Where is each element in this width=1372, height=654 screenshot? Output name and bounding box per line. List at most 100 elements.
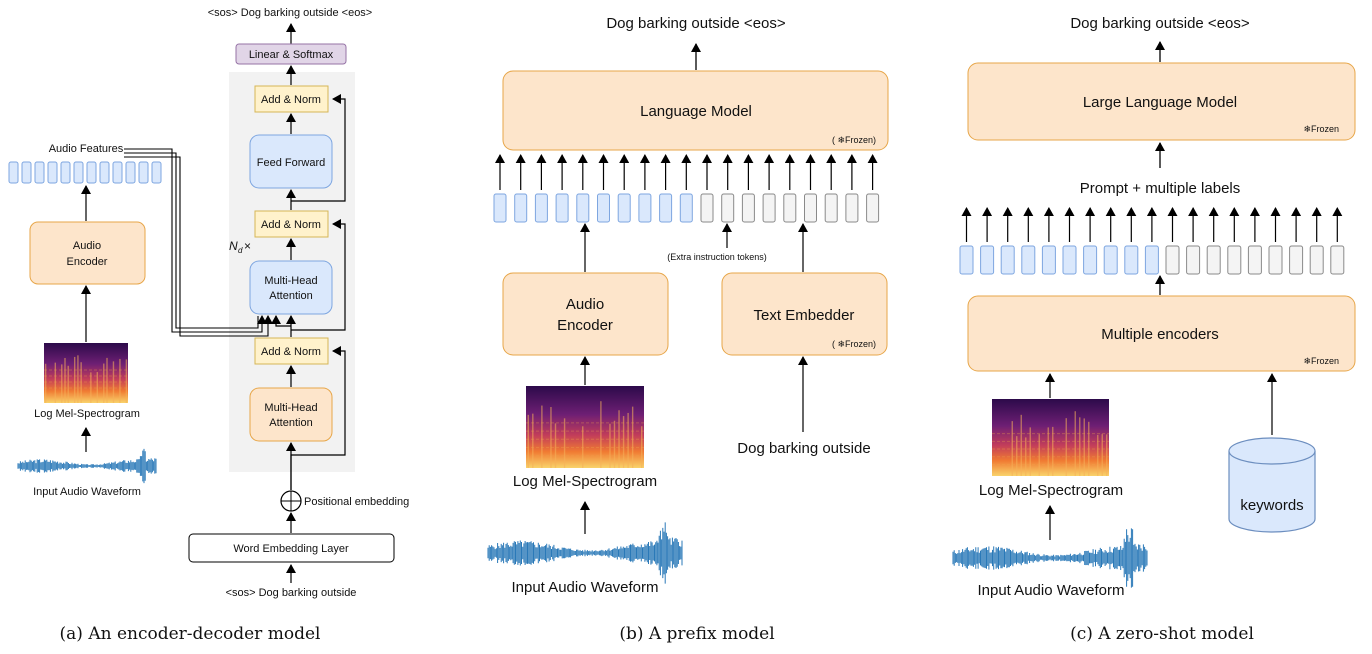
panel-c: Dog barking outside <eos> Large Language… xyxy=(952,15,1356,644)
audio-token xyxy=(86,161,97,184)
caption-a: (a) An encoder-decoder model xyxy=(60,624,321,644)
text-token xyxy=(1309,245,1324,275)
c-log-mel-label: Log Mel-Spectrogram xyxy=(979,482,1123,499)
audio-token xyxy=(47,161,58,184)
audio-token xyxy=(1103,245,1118,275)
a-audio-encoder-box xyxy=(29,221,146,285)
llm-label: Large Language Model xyxy=(1083,94,1237,111)
b-audio-encoder-box xyxy=(502,272,669,356)
a-input-text: <sos> Dog barking outside xyxy=(226,587,357,599)
b-token-row xyxy=(493,154,880,223)
text-token xyxy=(741,193,755,223)
nd-subscript: d xyxy=(238,246,243,255)
audio-token xyxy=(617,193,631,223)
text-token xyxy=(824,193,838,223)
te-frozen-label: ( ❄Frozen) xyxy=(832,339,876,349)
multiple-encoders-label: Multiple encoders xyxy=(1101,326,1219,343)
c-input-waveform-label: Input Audio Waveform xyxy=(977,582,1124,599)
audio-token xyxy=(1021,245,1036,275)
a-audio-encoder-label-2: Encoder xyxy=(67,256,108,268)
add-norm-top-box xyxy=(254,85,329,113)
audio-token xyxy=(1124,245,1139,275)
a-input-waveform-label: Input Audio Waveform xyxy=(33,486,141,498)
audio-token xyxy=(659,193,673,223)
feed-forward-box xyxy=(249,134,333,189)
b-audio-encoder-label-2: Encoder xyxy=(557,317,613,334)
b-input-waveform-label: Input Audio Waveform xyxy=(511,579,658,596)
audio-token xyxy=(493,193,507,223)
text-token xyxy=(721,193,735,223)
audio-token xyxy=(959,245,974,275)
self-attention-label-1: Multi-Head xyxy=(264,402,317,414)
text-token xyxy=(1165,245,1180,275)
audio-feature-tokens xyxy=(8,161,162,184)
b-audio-encoder-label-1: Audio xyxy=(566,296,604,313)
text-token xyxy=(804,193,817,223)
audio-token xyxy=(534,193,548,223)
add-norm-top-label: Add & Norm xyxy=(261,94,321,106)
audio-token xyxy=(125,161,136,184)
c-waveform-image xyxy=(952,528,1148,588)
multiple-encoders-box xyxy=(967,295,1356,372)
audio-token xyxy=(1000,245,1015,275)
lm-frozen-label: ( ❄Frozen) xyxy=(832,135,876,145)
add-norm-bottom-label: Add & Norm xyxy=(261,346,321,358)
audio-token xyxy=(980,245,995,275)
feed-forward-label: Feed Forward xyxy=(257,157,325,169)
a-audio-encoder-label-1: Audio xyxy=(73,240,101,252)
text-token xyxy=(845,193,859,223)
audio-token xyxy=(34,161,45,184)
audio-token xyxy=(597,193,610,223)
audio-token xyxy=(638,193,652,223)
panel-b: Dog barking outside <eos> Language Model… xyxy=(487,15,889,644)
positional-embedding-label: Positional embedding xyxy=(304,496,409,508)
llm-box xyxy=(967,62,1356,141)
audio-token xyxy=(21,161,32,184)
audio-token xyxy=(112,161,123,184)
a-waveform-image xyxy=(17,448,157,484)
self-attention-label-2: Attention xyxy=(269,417,312,429)
language-model-label: Language Model xyxy=(640,103,752,120)
text-token xyxy=(866,193,880,223)
add-norm-bottom-box xyxy=(254,337,329,365)
audio-token xyxy=(555,193,569,223)
c-output-text: Dog barking outside <eos> xyxy=(1070,15,1250,32)
audio-token xyxy=(514,193,528,223)
audio-token xyxy=(576,193,590,223)
nd-times: × xyxy=(244,239,251,253)
audio-token xyxy=(73,161,84,184)
audio-token xyxy=(1062,245,1077,275)
audio-token xyxy=(1083,245,1098,275)
enc-frozen-label: ❄Frozen xyxy=(1303,356,1339,366)
text-token xyxy=(1330,245,1345,275)
b-spectrogram-image xyxy=(526,386,644,468)
waveform-trace xyxy=(17,448,157,484)
nd-symbol: N xyxy=(229,239,238,253)
a-log-mel-label: Log Mel-Spectrogram xyxy=(34,408,140,420)
audio-token xyxy=(679,193,693,223)
spectrogram-base xyxy=(526,386,644,468)
caption-b: (b) A prefix model xyxy=(619,624,774,644)
c-token-row xyxy=(959,207,1345,275)
audio-token xyxy=(138,161,149,184)
text-token xyxy=(762,193,776,223)
cross-attention-label-1: Multi-Head xyxy=(264,275,317,287)
a-spectrogram-image xyxy=(44,343,128,403)
text-token xyxy=(1227,245,1242,275)
panel-a: <sos> Dog barking outside <eos> Linear &… xyxy=(8,7,409,644)
word-embedding-box xyxy=(188,533,395,563)
spectrogram-base xyxy=(992,399,1109,476)
llm-frozen-label: ❄Frozen xyxy=(1303,124,1339,134)
text-token xyxy=(700,193,714,223)
linear-softmax-box xyxy=(235,43,347,65)
text-token xyxy=(783,193,797,223)
language-model-box xyxy=(502,70,889,151)
b-output-text: Dog barking outside <eos> xyxy=(606,15,786,32)
self-attention-box xyxy=(249,387,333,442)
cross-attention-label-2: Attention xyxy=(269,290,312,302)
text-token xyxy=(1247,245,1262,275)
a-output-text: <sos> Dog barking outside <eos> xyxy=(208,7,373,19)
linear-softmax-label: Linear & Softmax xyxy=(249,49,334,61)
